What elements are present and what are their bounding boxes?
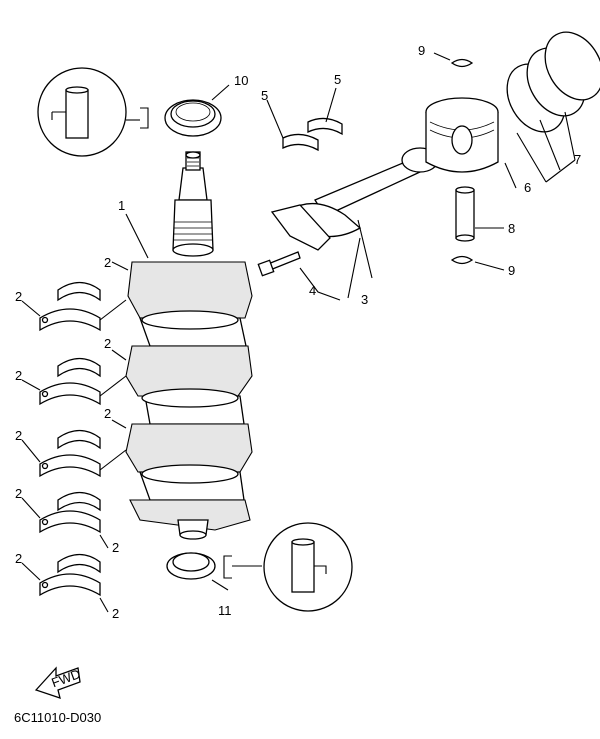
callout-rod-bearing: 5: [334, 72, 341, 87]
callout-main-bearing: 2: [104, 336, 111, 351]
callout-rod-bearing: 5: [261, 88, 268, 103]
callout-main-bearing: 2: [15, 551, 22, 566]
callout-piston-ring-set: 7: [574, 152, 581, 167]
callout-main-bearing: 2: [15, 486, 22, 501]
oil-seal-bottom: [166, 552, 216, 580]
circlip-bottom: [450, 255, 474, 265]
fwd-arrow-icon: FWD: [34, 666, 82, 699]
oil-seal-top: [164, 99, 222, 137]
crankshaft: [125, 151, 253, 540]
bolt: [257, 251, 301, 277]
callout-circlip: 9: [508, 263, 515, 278]
main-bearing-set-1: [39, 281, 101, 332]
detail-view-bottom-seal: [223, 522, 353, 612]
callout-piston-pin: 8: [508, 221, 515, 236]
main-bearing-set-3: [39, 429, 101, 478]
callout-main-bearing: 2: [112, 540, 119, 555]
drawing-code: 6C11010-D030: [14, 710, 101, 725]
callout-oil-seal-top: 10: [234, 73, 248, 88]
callouts: 1 2 2 2 2 2 2 2 2 2 2 3 4 5 5 6 7 8 9 9 …: [15, 43, 581, 621]
callout-main-bearing: 2: [15, 289, 22, 304]
callout-main-bearing: 2: [15, 368, 22, 383]
main-bearing-set-4: [39, 491, 101, 534]
connecting-rod: [270, 147, 439, 251]
leader-lines: [21, 52, 576, 613]
main-bearing-set-2: [39, 357, 101, 406]
callout-crankshaft: 1: [118, 198, 125, 213]
piston: [425, 97, 499, 173]
callout-oil-seal-bottom: 11: [218, 603, 232, 618]
callout-main-bearing: 2: [104, 406, 111, 421]
callout-connecting-rod: 3: [361, 292, 368, 307]
circlip-top: [450, 58, 474, 68]
callout-piston: 6: [524, 180, 531, 195]
callout-circlip: 9: [418, 43, 425, 58]
rod-bearing-left: [282, 133, 319, 152]
main-bearing-set-5: [39, 553, 101, 597]
callout-main-bearing: 2: [104, 255, 111, 270]
piston-ring-set: [506, 31, 600, 133]
callout-bolt: 4: [309, 283, 316, 298]
detail-view-top-seal: [37, 67, 149, 157]
callout-main-bearing: 2: [15, 428, 22, 443]
piston-pin: [455, 186, 475, 242]
callout-main-bearing: 2: [112, 606, 119, 621]
rod-bearing-right: [307, 117, 343, 136]
